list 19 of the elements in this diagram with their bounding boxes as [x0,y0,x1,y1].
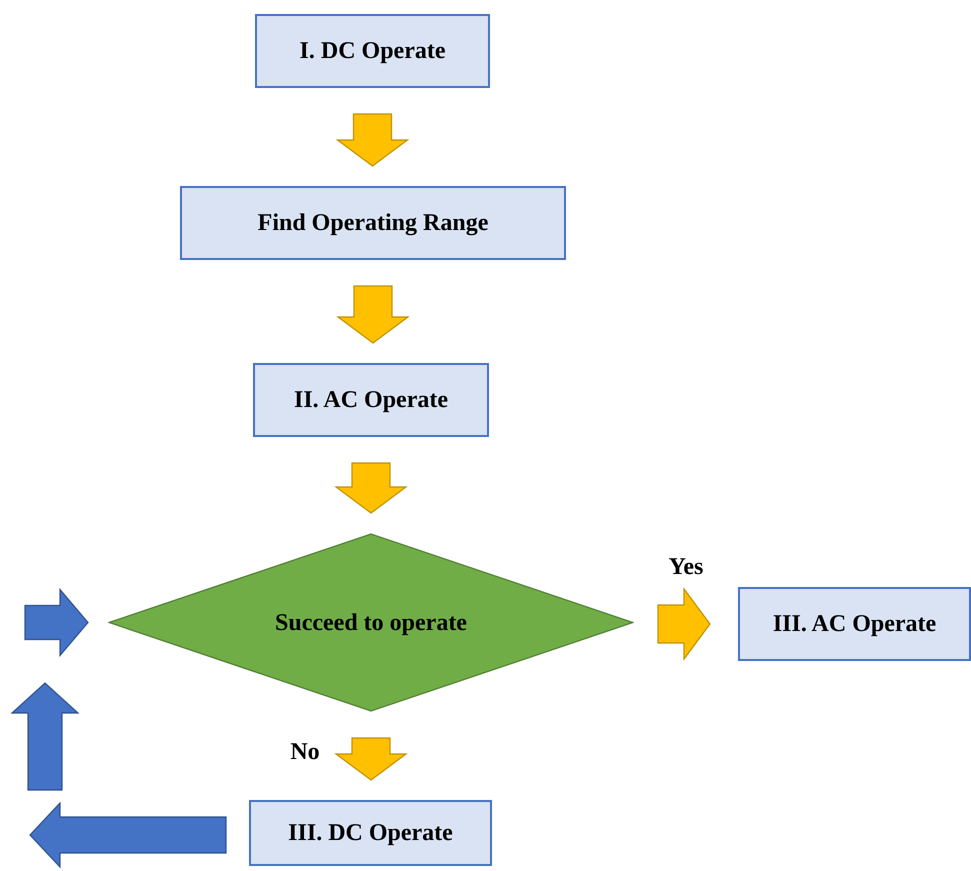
block-arrow [24,588,89,658]
node-label: Find Operating Range [258,209,488,238]
node-label: III. AC Operate [772,610,936,639]
node-label: III. DC Operate [288,819,453,848]
node-label: I. DC Operate [300,37,446,66]
block-arrow [336,285,410,344]
process-box [738,587,971,661]
block-arrow [657,587,711,661]
block-arrow [334,737,408,781]
node-label: Succeed to operate [275,608,467,638]
process-box [249,800,492,866]
process-box [180,186,566,260]
node-label: II. AC Operate [294,386,448,415]
block-arrow [334,462,408,514]
process-box [255,14,490,88]
decision-diamond [108,533,634,712]
block-arrow [336,113,410,167]
block-arrow [29,801,227,869]
process-box [253,363,489,437]
